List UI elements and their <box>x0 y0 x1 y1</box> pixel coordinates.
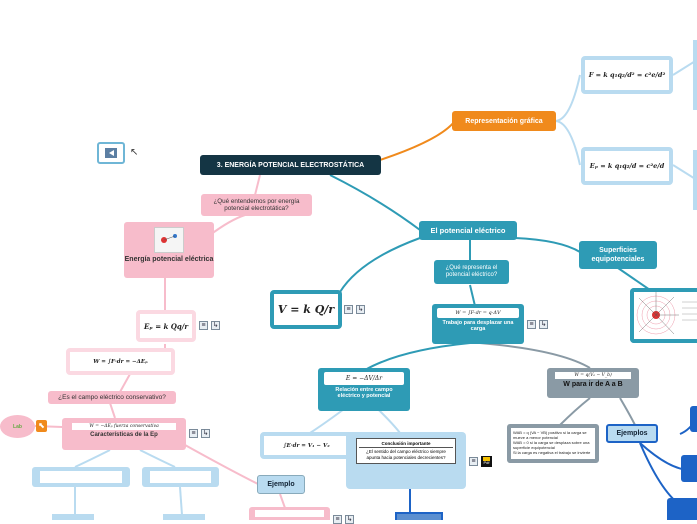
field-lines-icon <box>634 292 697 339</box>
v-formula: V = k Q/r <box>278 303 334 316</box>
w-ab-label: W para ir de A a B <box>547 381 639 388</box>
w-text-3: Si la carga es negativa el trabajo se in… <box>513 450 593 455</box>
ep-q-formula-box[interactable]: Eₚ = k Qq/r <box>136 310 196 342</box>
relacion-node[interactable]: E = −ΔV/Δr Relación entre campo eléctric… <box>318 368 410 411</box>
potencial-question-node[interactable]: ¿Qué representa el potencial eléctrico? <box>434 260 509 284</box>
ep-q-formula: Eₚ = k Qq/r <box>144 322 188 331</box>
energia-thumbnail <box>154 227 184 253</box>
w-text-2: WAB = 0 si la carga se desplaza sobre un… <box>513 440 593 450</box>
work-formula-box[interactable]: W = ∫F·dr = −ΔEₚ <box>66 348 175 375</box>
root-label: 3. ENERGÍA POTENCIAL ELECTROSTÁTICA <box>217 162 364 169</box>
char-sub-1[interactable] <box>32 467 130 487</box>
small-formulas: ∫E·dr = V₁ − V₂ <box>283 443 329 449</box>
arrow-left-icon <box>105 148 117 158</box>
trabajo-formula: W = ∫F·dr = q·ΔV <box>437 308 519 318</box>
ejemplo-node[interactable]: Ejemplo <box>257 475 305 494</box>
link-icon[interactable]: ↳ <box>356 305 365 314</box>
lab-badge[interactable]: Lab <box>0 415 35 438</box>
offscreen-example-3 <box>667 498 697 520</box>
simulation-icon[interactable]: ⬉ <box>36 420 47 432</box>
energia-label: Energía potencial eléctrica <box>124 256 214 264</box>
relacion-label: Relación entre campo eléctrico y potenci… <box>318 387 410 399</box>
offscreen-node-blue <box>395 512 443 520</box>
pdf-badge[interactable]: Pdf <box>481 456 492 467</box>
characteristics-label: Características de la Ep <box>62 432 186 438</box>
ejemplo-label: Ejemplo <box>267 481 294 488</box>
trabajo-label: Trabajo para desplazar una carga <box>432 320 524 332</box>
work-formula: W = ∫F·dr = −ΔEₚ <box>93 359 148 365</box>
offscreen-example-2 <box>681 455 697 482</box>
small-formulas-box[interactable]: ∫E·dr = V₁ − V₂ <box>260 432 353 459</box>
w-text-1: WAB = q (VA − VB) positivo si la carga s… <box>513 430 593 440</box>
w-text-box[interactable]: WAB = q (VA − VB) positivo si la carga s… <box>507 424 599 463</box>
w-ab-formula: W = q(Vₐ − V_b) <box>555 372 631 379</box>
conservative-question: ¿Es el campo eléctrico conservativo? <box>58 394 166 401</box>
v-formula-box[interactable]: V = k Q/r <box>270 290 342 329</box>
ejemplos-node[interactable]: Ejemplos <box>606 424 658 443</box>
notes-icon[interactable]: ≡ <box>469 457 478 466</box>
conclusion-text: ¿El sentido del campo eléctrico siempre … <box>359 448 453 461</box>
link-icon[interactable]: ↳ <box>539 320 548 329</box>
root-node[interactable]: 3. ENERGÍA POTENCIAL ELECTROSTÁTICA <box>200 155 381 175</box>
cursor-icon: ↖ <box>130 147 138 158</box>
conservative-node[interactable]: ¿Es el campo eléctrico conservativo? <box>48 391 176 404</box>
energia-question-node[interactable]: ¿Qué entendemos por energía potencial el… <box>201 194 312 216</box>
offscreen-node-mid <box>693 150 697 210</box>
conclusion-title: Conclusión importante <box>359 441 453 448</box>
notes-icon[interactable]: ≡ <box>344 305 353 314</box>
ep-formula: Eₚ = k q₁q₂/d = c²e/d <box>590 162 664 170</box>
notes-icon[interactable]: ≡ <box>199 321 208 330</box>
trabajo-node[interactable]: W = ∫F·dr = q·ΔV Trabajo para desplazar … <box>432 304 524 344</box>
force-formula-box[interactable]: F = k q₁q₂/d² = c²e/d² <box>581 56 673 94</box>
link-icon[interactable]: ↳ <box>201 429 210 438</box>
ejemplos-label: Ejemplos <box>616 430 647 437</box>
ejemplo-detail[interactable] <box>249 507 330 520</box>
relacion-formula: E = −ΔV/Δr <box>324 372 404 385</box>
equipotential-label: Superficies equipotenciales <box>579 246 657 264</box>
char-sub-3 <box>52 514 94 520</box>
pdf-icon <box>483 457 490 461</box>
force-formula: F = k q₁q₂/d² = c²e/d² <box>589 71 666 79</box>
ep-formula-box[interactable]: Eₚ = k q₁q₂/d = c²e/d <box>581 147 673 185</box>
back-button[interactable] <box>97 142 125 164</box>
equipotential-node[interactable]: Superficies equipotenciales <box>579 241 657 269</box>
energia-question: ¿Qué entendemos por energía potencial el… <box>205 198 308 212</box>
char-formula: W = −ΔEₚ fuerza conservativa <box>72 423 176 430</box>
conclusion-node[interactable]: Conclusión importante ¿El sentido del ca… <box>346 432 466 489</box>
offscreen-node-top <box>693 40 697 110</box>
w-ab-node[interactable]: W = q(Vₐ − V_b) W para ir de A a B <box>547 368 639 398</box>
notes-icon[interactable]: ≡ <box>189 429 198 438</box>
charge-diagram-icon <box>156 228 182 250</box>
potencial-label: El potencial eléctrico <box>430 226 505 235</box>
representacion-label: Representación gráfica <box>465 118 542 125</box>
equipotential-image[interactable] <box>630 288 697 343</box>
energia-node[interactable]: Energía potencial eléctrica <box>124 222 214 278</box>
notes-icon[interactable]: ≡ <box>527 320 536 329</box>
characteristics-node[interactable]: W = −ΔEₚ fuerza conservativa Característ… <box>62 418 186 450</box>
link-icon[interactable]: ↳ <box>211 321 220 330</box>
char-sub-4 <box>163 514 205 520</box>
potencial-question: ¿Qué representa el potencial eléctrico? <box>434 265 509 279</box>
representacion-node[interactable]: Representación gráfica <box>452 111 556 131</box>
potencial-node[interactable]: El potencial eléctrico <box>419 221 517 240</box>
char-sub-2[interactable] <box>142 467 219 487</box>
offscreen-example-1 <box>690 406 697 432</box>
